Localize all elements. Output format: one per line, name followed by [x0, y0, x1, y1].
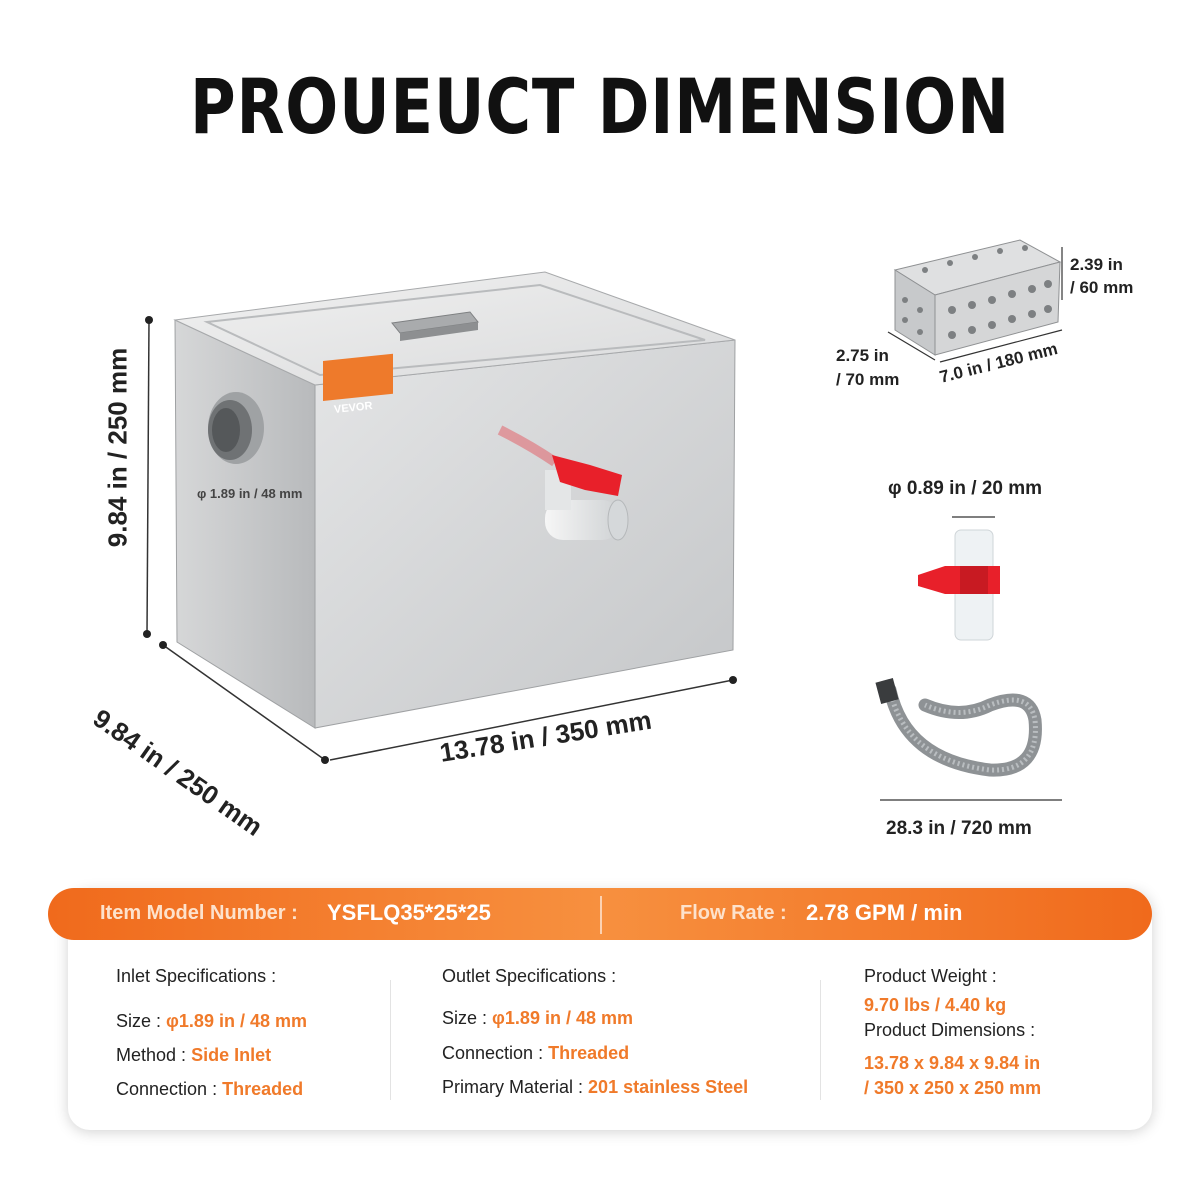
outlet-heading: Outlet Specifications : — [442, 966, 617, 986]
inlet-method-label: Method : — [116, 1045, 187, 1065]
drain-hose-icon — [875, 678, 1062, 801]
basket-height-label: 2.39 in — [1070, 255, 1123, 274]
basket-width-label: 2.75 in — [836, 346, 889, 365]
basket-width-mm-label: / 70 mm — [836, 370, 900, 389]
basket-height-mm-label: / 60 mm — [1070, 278, 1134, 297]
inlet-method-row: Method : Side Inlet — [116, 1045, 271, 1066]
dimension-lines — [146, 319, 734, 761]
weight-value: 9.70 lbs / 4.40 kg — [864, 995, 1007, 1015]
outlet-material-label: Primary Material : — [442, 1077, 584, 1097]
flow-rate-value: 2.78 GPM / min — [806, 900, 963, 925]
ball-valve-icon — [918, 516, 1000, 641]
column-divider-1 — [390, 980, 391, 1100]
outlet-size-label: Size : — [442, 1008, 488, 1028]
outlet-size-row: Size : φ1.89 in / 48 mm — [442, 1008, 633, 1029]
product-dimensions-value-1: 13.78 x 9.84 x 9.84 in — [864, 1053, 1041, 1073]
valve-diameter-label: φ 0.89 in / 20 mm — [888, 478, 1043, 499]
product-illustration — [143, 239, 1063, 801]
inlet-size-label: Size : — [116, 1011, 162, 1031]
lid-handle — [391, 311, 479, 341]
inlet-heading: Inlet Specifications : — [116, 966, 277, 986]
inlet-pipe-icon — [208, 392, 264, 464]
outlet-connection-row: Connection : Threaded — [442, 1043, 629, 1064]
page-title: PROUEUCT DIMENSION — [190, 62, 1010, 151]
outlet-valve-icon — [497, 425, 629, 541]
inlet-size-row: Size : φ1.89 in / 48 mm — [116, 1011, 307, 1032]
outlet-connection-label: Connection : — [442, 1043, 544, 1063]
outlet-connection-value: Threaded — [548, 1043, 630, 1063]
column-divider-2 — [820, 980, 821, 1100]
product-dimensions-value-2: / 350 x 250 x 250 mm — [864, 1078, 1042, 1098]
inlet-connection-value: Threaded — [222, 1079, 304, 1099]
filter-basket-icon — [893, 239, 1062, 356]
outlet-material-value: 201 stainless Steel — [588, 1077, 749, 1097]
flow-rate-label: Flow Rate : — [680, 902, 787, 924]
weight-label: Product Weight : — [864, 966, 997, 986]
inlet-connection-label: Connection : — [116, 1079, 218, 1099]
inlet-method-value: Side Inlet — [191, 1045, 272, 1065]
grease-trap-tank — [173, 271, 736, 729]
outlet-size-value: φ1.89 in / 48 mm — [492, 1008, 633, 1028]
outlet-material-row: Primary Material : 201 stainless Steel — [442, 1077, 748, 1098]
hose-length-label: 28.3 in / 720 mm — [886, 818, 1032, 839]
product-dimensions-label: Product Dimensions : — [864, 1020, 1036, 1040]
inlet-connection-row: Connection : Threaded — [116, 1079, 303, 1100]
inlet-size-value: φ1.89 in / 48 mm — [166, 1011, 307, 1031]
model-number-label: Item Model Number : — [100, 902, 298, 924]
header-bar-divider — [600, 896, 602, 934]
height-dimension-label: 9.84 in / 250 mm — [102, 347, 133, 548]
brand-tag — [323, 353, 393, 402]
inlet-diameter-label: φ 1.89 in / 48 mm — [197, 486, 303, 501]
model-number-value: YSFLQ35*25*25 — [327, 900, 491, 925]
